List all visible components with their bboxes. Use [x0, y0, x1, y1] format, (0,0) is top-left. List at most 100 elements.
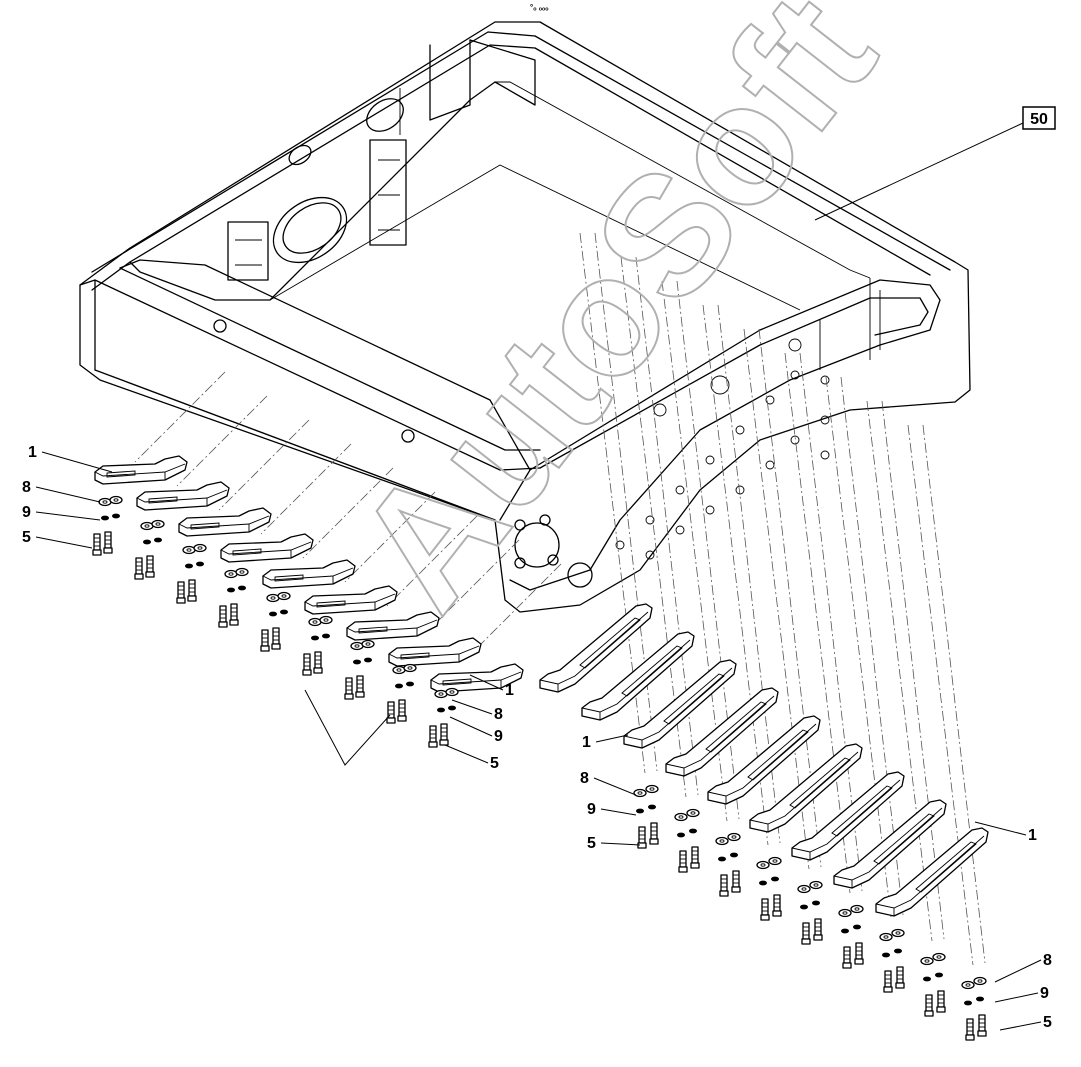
- washer: [140, 521, 154, 531]
- callout-9-left: 9: [22, 504, 31, 521]
- bolt: [271, 627, 281, 650]
- lock-washer: [636, 808, 644, 814]
- lock-washer: [976, 996, 984, 1002]
- wear-pad: [346, 611, 440, 641]
- washer: [98, 497, 112, 507]
- washer: [193, 543, 207, 553]
- bolt: [895, 966, 905, 989]
- lock-washer: [935, 972, 943, 978]
- washer: [879, 932, 893, 942]
- lock-washer: [800, 904, 808, 910]
- callout-8-right-b: 8: [1043, 952, 1052, 969]
- lock-washer: [238, 585, 246, 591]
- bolt-leader: [304, 689, 391, 766]
- callout-8-left: 8: [22, 479, 31, 496]
- wear-pad: [749, 743, 863, 833]
- bolt: [313, 651, 323, 674]
- bolt: [439, 723, 449, 746]
- lock-washer: [853, 924, 861, 930]
- bolt: [92, 533, 102, 556]
- bolt: [690, 846, 700, 869]
- bolt: [731, 870, 741, 893]
- washer: [645, 784, 659, 794]
- bolt: [649, 822, 659, 845]
- bolt: [355, 675, 365, 698]
- bolt: [813, 918, 823, 941]
- lock-washer: [923, 976, 931, 982]
- bolt: [772, 894, 782, 917]
- bolt: [187, 579, 197, 602]
- wear-pad: [94, 455, 188, 485]
- frame-assembly: [79, 21, 971, 613]
- bolt: [936, 990, 946, 1013]
- lock-washer: [269, 611, 277, 617]
- callout-1-right-b: 1: [1028, 827, 1037, 844]
- bolt: [977, 1014, 987, 1037]
- wear-pad: [581, 631, 695, 721]
- bolt: [386, 701, 396, 724]
- washer: [809, 880, 823, 890]
- wear-pad: [833, 799, 947, 889]
- washer: [838, 908, 852, 918]
- washer: [235, 567, 249, 577]
- bolt: [883, 970, 893, 993]
- bolt: [260, 629, 270, 652]
- bolt: [637, 826, 647, 849]
- washer: [277, 591, 291, 601]
- bolt: [145, 555, 155, 578]
- lock-washer: [112, 513, 120, 519]
- washer: [182, 545, 196, 555]
- wear-pad: [304, 585, 398, 615]
- washer: [797, 884, 811, 894]
- washer: [715, 836, 729, 846]
- parts-exploded: [92, 455, 989, 1041]
- callouts: 1 8 9 5 1 8 9 5 1 8 9 5 1 8 9 5: [22, 444, 1052, 1031]
- bolt: [924, 994, 934, 1017]
- lock-washer: [406, 681, 414, 687]
- washer: [350, 641, 364, 651]
- wear-pad: [665, 687, 779, 777]
- header-mark: °ₒ ₒₒₒ: [530, 3, 549, 12]
- lock-washer: [677, 832, 685, 838]
- bolt: [218, 605, 228, 628]
- lock-washer: [227, 587, 235, 593]
- wear-pad: [707, 715, 821, 805]
- washer: [151, 519, 165, 529]
- washer: [392, 665, 406, 675]
- lock-washer: [311, 635, 319, 641]
- washer: [109, 495, 123, 505]
- bolt: [134, 557, 144, 580]
- bolt: [678, 850, 688, 873]
- callout-5-left: 5: [22, 529, 31, 546]
- bolt: [760, 898, 770, 921]
- lock-washer: [395, 683, 403, 689]
- lock-washer: [353, 659, 361, 665]
- lock-washer: [730, 852, 738, 858]
- washer: [224, 569, 238, 579]
- callout-9-mid: 9: [494, 728, 503, 745]
- wear-pad: [623, 659, 737, 749]
- lock-washer: [185, 563, 193, 569]
- callout-9-right-b: 9: [1040, 985, 1049, 1002]
- washer: [361, 639, 375, 649]
- assembly-callout-50: 50: [814, 106, 1056, 221]
- washer: [403, 663, 417, 673]
- bolt: [428, 725, 438, 748]
- wear-pad: [539, 603, 653, 693]
- callout-8-right-a: 8: [580, 770, 589, 787]
- washer: [973, 976, 987, 986]
- lock-washer: [437, 707, 445, 713]
- lock-washer: [964, 1000, 972, 1006]
- washer: [891, 928, 905, 938]
- washer: [633, 788, 647, 798]
- lock-washer: [101, 515, 109, 521]
- washer: [756, 860, 770, 870]
- callout-5-mid: 5: [490, 755, 499, 772]
- assembly-label: 50: [1030, 111, 1048, 128]
- bolt-hole-pattern: [615, 370, 830, 560]
- lock-washer: [894, 948, 902, 954]
- lock-washer: [364, 657, 372, 663]
- washer: [434, 689, 448, 699]
- wear-pad: [220, 533, 314, 563]
